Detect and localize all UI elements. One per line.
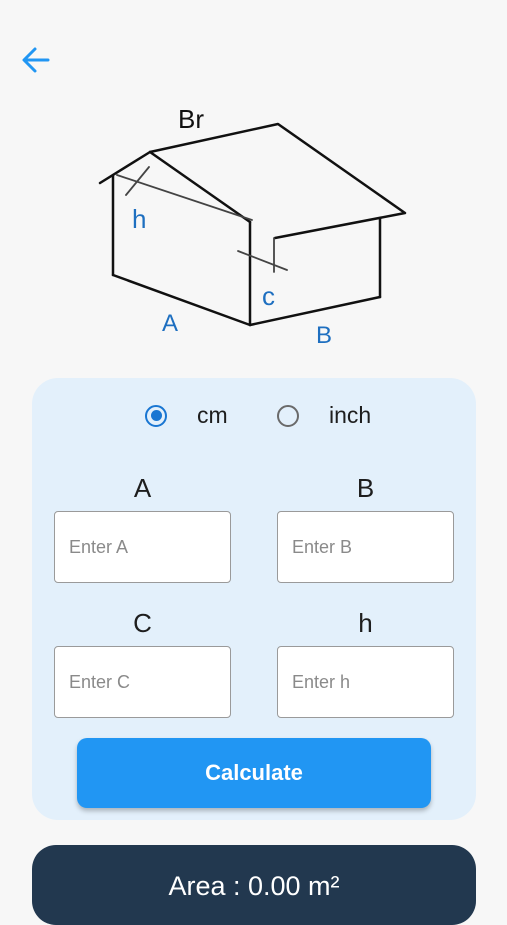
diagram-label-a: A (162, 310, 178, 337)
field-label-a: A (133, 473, 152, 503)
unit-label-cm: cm (197, 402, 228, 428)
house-diagram-svg: Br h c A B (98, 104, 407, 349)
result-panel: Area : 0.00 m² (32, 845, 476, 925)
diagram-label-b: B (316, 322, 332, 349)
input-b[interactable] (277, 511, 454, 583)
diagram-label-br: Br (178, 104, 204, 134)
input-c[interactable] (54, 646, 231, 718)
wall-bottom-right (248, 295, 382, 327)
h-measure-tick (125, 166, 150, 196)
diagram-label-h: h (132, 204, 146, 234)
area-result-text: Area : 0.00 m² (168, 871, 340, 901)
radio-unchecked-icon (277, 404, 299, 427)
arrow-left-icon (22, 47, 50, 73)
c-measure-tick (237, 250, 288, 271)
diagram-label-c: c (262, 281, 275, 311)
roof-left-gable-edge (148, 150, 252, 224)
back-button[interactable] (14, 40, 58, 80)
unit-radio-cm[interactable]: cm (145, 402, 228, 429)
wall-bottom-left (111, 273, 252, 327)
input-card: cm inch A B C h Calculate (32, 378, 476, 820)
field-label-c: C (133, 608, 152, 638)
unit-label-inch: inch (329, 402, 372, 428)
house-diagram: Br h c A B (90, 95, 420, 355)
input-h[interactable] (277, 646, 454, 718)
field-label-h: h (358, 608, 373, 638)
calculate-button[interactable]: Calculate (77, 738, 431, 808)
roof-front-slope (98, 122, 407, 240)
unit-radio-inch[interactable]: inch (277, 402, 371, 429)
h-measure-line (116, 174, 253, 221)
field-label-b: B (356, 473, 375, 503)
radio-checked-icon (145, 404, 167, 427)
unit-selector: cm inch (32, 402, 476, 436)
input-a[interactable] (54, 511, 231, 583)
